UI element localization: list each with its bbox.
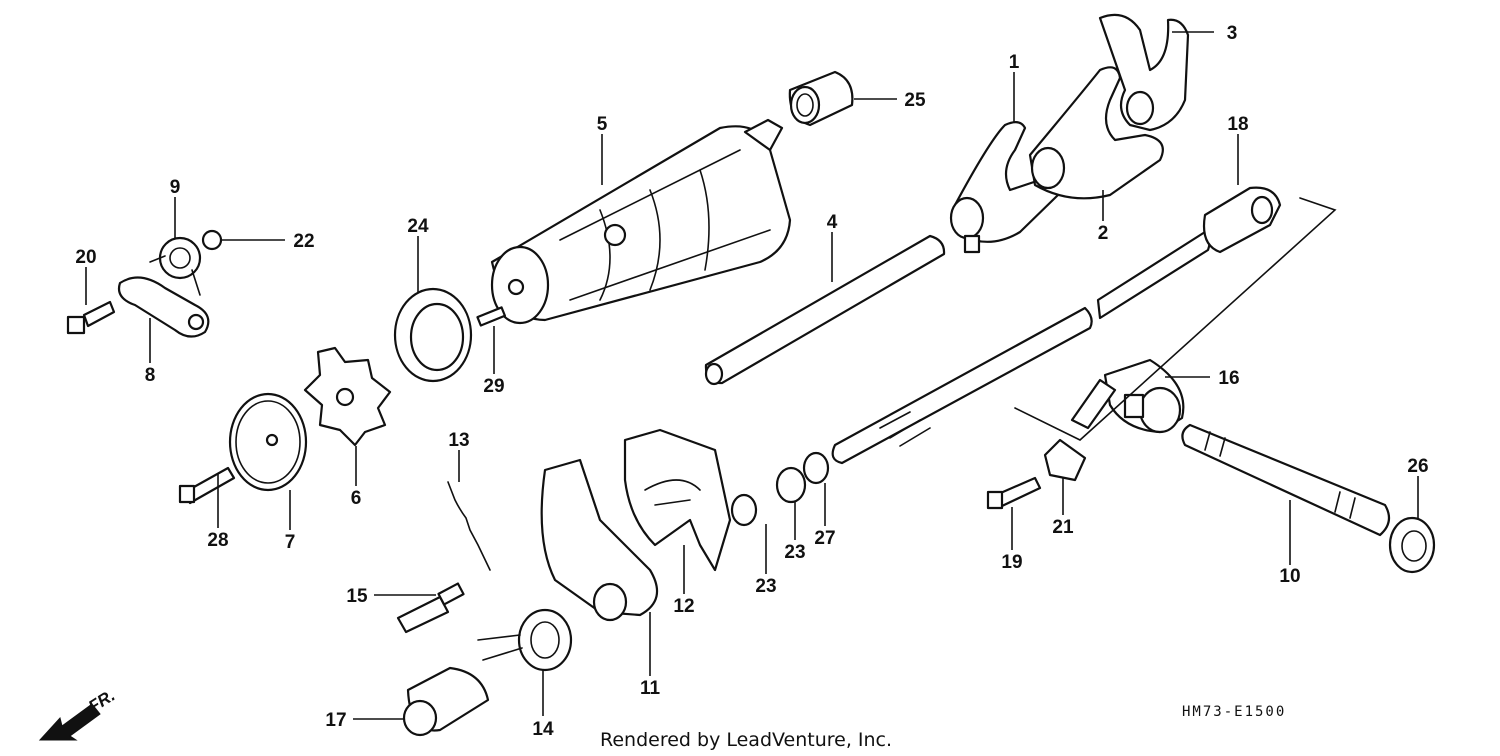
callout-23b: 23 <box>784 542 805 563</box>
fork-shaft <box>704 234 946 386</box>
washer-23a <box>730 493 758 527</box>
callout-6: 6 <box>351 488 362 509</box>
circlip-27 <box>802 451 830 485</box>
shift-drum <box>490 118 792 325</box>
callout-21: 21 <box>1052 517 1074 538</box>
bolt-28 <box>178 466 236 505</box>
callout-14: 14 <box>532 719 554 740</box>
callout-19: 19 <box>1001 552 1022 573</box>
callout-4: 4 <box>827 212 838 233</box>
callout-25: 25 <box>904 90 926 111</box>
render-credit: Rendered by LeadVenture, Inc. <box>600 729 892 751</box>
washer-23b <box>775 466 807 504</box>
callout-22: 22 <box>293 231 314 252</box>
shift-shaft <box>1181 423 1391 537</box>
callout-8: 8 <box>145 365 156 386</box>
callout-5: 5 <box>597 114 608 135</box>
needle-bearing <box>788 70 854 127</box>
drum-stopper-arm <box>117 276 210 338</box>
bolt-20 <box>66 300 116 335</box>
callout-11: 11 <box>640 678 661 699</box>
dowel-pin <box>476 306 507 327</box>
cover-plate <box>228 392 308 492</box>
callout-20: 20 <box>75 247 96 268</box>
callout-15: 15 <box>346 586 368 607</box>
callout-23a: 23 <box>755 576 776 597</box>
shaft-seal <box>1388 516 1436 574</box>
ratchet-plate <box>623 428 732 572</box>
leader-lines <box>85 31 1419 720</box>
front-direction-arrow: FR. <box>38 686 118 741</box>
return-spring <box>447 481 491 571</box>
callout-12: 12 <box>673 596 694 617</box>
callout-7: 7 <box>285 532 296 553</box>
callout-28: 28 <box>207 530 228 551</box>
callout-27: 27 <box>814 528 835 549</box>
callout-10: 10 <box>1279 566 1300 587</box>
stopper-spring <box>149 236 202 296</box>
gearshift-spindle <box>831 186 1282 465</box>
assembly-frame <box>1014 197 1337 441</box>
oil-seal <box>393 287 473 383</box>
torsion-spring <box>477 608 573 672</box>
collar <box>402 666 490 737</box>
callout-29: 29 <box>483 376 504 397</box>
shift-arm <box>1070 358 1185 434</box>
callout-3: 3 <box>1227 23 1238 44</box>
diagram-code: HM73-E1500 <box>1182 704 1286 720</box>
lock-plate <box>1043 438 1087 482</box>
bolt-19 <box>986 476 1042 510</box>
callout-18: 18 <box>1227 114 1248 135</box>
callout-17: 17 <box>325 710 346 731</box>
callout-24: 24 <box>407 216 429 237</box>
washer-22 <box>201 229 223 251</box>
callout-16: 16 <box>1218 368 1239 389</box>
callout-2: 2 <box>1098 223 1109 244</box>
part-number-labels: 1 2 3 4 5 6 7 8 9 10 11 12 13 14 15 16 1… <box>75 23 1428 740</box>
shift-forks <box>949 13 1190 254</box>
callout-26: 26 <box>1407 456 1428 477</box>
callout-13: 13 <box>448 430 469 451</box>
callout-1: 1 <box>1009 52 1020 73</box>
arrow-icon <box>38 703 101 741</box>
callout-9: 9 <box>170 177 181 198</box>
stopper-pin <box>396 595 450 634</box>
